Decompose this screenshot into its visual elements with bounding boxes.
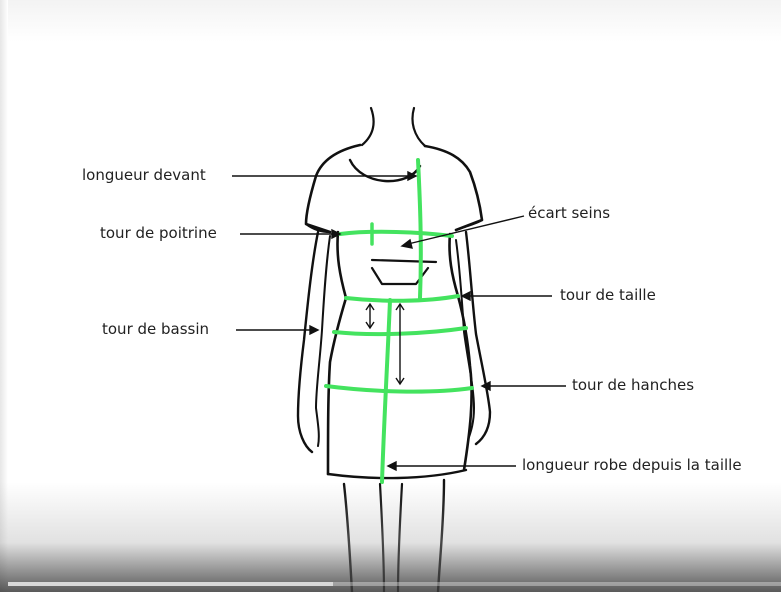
right-shoulder [425,146,482,230]
dress-hem [328,470,466,478]
label-tour-de-bassin: tour de bassin [102,320,209,338]
measurement-lines [326,160,472,482]
right-arm-outer [466,232,490,444]
dress-sketch [298,108,490,592]
left-leg-inner [380,484,384,592]
bust-circumference-line [340,232,452,236]
label-ecart-seins: écart seins [528,204,610,222]
neck-left [362,108,374,145]
left-shoulder [306,145,360,232]
right-leg-outer [438,480,444,592]
label-longueur-devant: longueur devant [82,166,206,184]
front-length-line [418,160,421,298]
left-arm-outer [298,232,318,452]
dress-right-side [449,234,471,470]
label-tour-de-taille: tour de taille [560,286,656,304]
right-leg-inner [398,484,402,592]
right-sleeve-hem [456,220,482,230]
video-progress-bar[interactable] [8,582,781,586]
video-progress-fill [8,582,333,586]
dress-left-side [328,232,346,474]
hip-circumference-line [326,386,472,392]
label-tour-de-poitrine: tour de poitrine [100,224,217,242]
label-longueur-robe-depuis-la-taille: longueur robe depuis la taille [522,456,742,474]
leader-lines [232,172,566,470]
neck-right [412,108,425,146]
bust-line-upper [372,260,436,262]
left-leg-outer [344,484,352,592]
waist-circumference-line [346,296,458,301]
label-tour-de-hanches: tour de hanches [572,376,694,394]
